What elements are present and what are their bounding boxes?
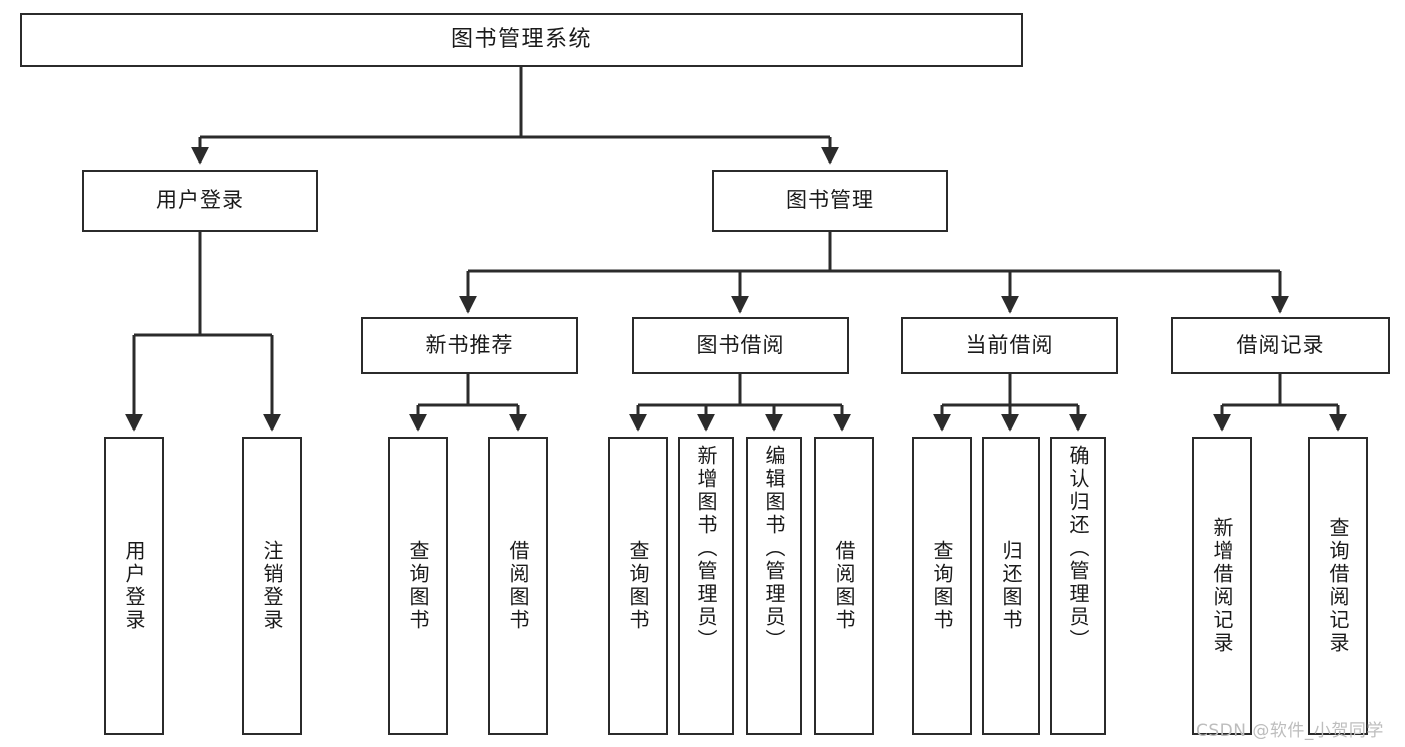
node-label: 编辑图书（管理员） xyxy=(762,445,786,652)
leaf-current-return-books[interactable]: 归还图书 xyxy=(982,437,1040,735)
node-label: 借阅图书 xyxy=(506,540,530,632)
node-label: 图书管理 xyxy=(786,188,874,213)
node-new-book-recommendation[interactable]: 新书推荐 xyxy=(361,317,578,374)
node-label: 查询图书 xyxy=(626,540,650,632)
node-label: 新增借阅记录 xyxy=(1210,517,1234,655)
node-label: 注销登录 xyxy=(260,540,284,632)
leaf-user-login-signin[interactable]: 用户登录 xyxy=(104,437,164,735)
node-user-login[interactable]: 用户登录 xyxy=(82,170,318,232)
leaf-borrow-borrow-books[interactable]: 借阅图书 xyxy=(814,437,874,735)
node-label: 图书管理系统 xyxy=(450,26,592,52)
leaf-record-add-borrow-record[interactable]: 新增借阅记录 xyxy=(1192,437,1252,735)
leaf-current-query-books[interactable]: 查询图书 xyxy=(912,437,972,735)
leaf-new-book-query-books[interactable]: 查询图书 xyxy=(388,437,448,735)
node-book-management[interactable]: 图书管理 xyxy=(712,170,948,232)
node-label: 新增图书（管理员） xyxy=(694,445,718,652)
node-label: 查询图书 xyxy=(406,540,430,632)
leaf-user-login-signout[interactable]: 注销登录 xyxy=(242,437,302,735)
node-label: 用户登录 xyxy=(156,188,244,213)
leaf-borrow-query-books[interactable]: 查询图书 xyxy=(608,437,668,735)
node-book-borrowing[interactable]: 图书借阅 xyxy=(632,317,849,374)
csdn-watermark: CSDN @软件_小贺同学 xyxy=(1196,721,1384,741)
node-label: 用户登录 xyxy=(122,540,146,632)
leaf-borrow-add-book-admin[interactable]: 新增图书（管理员） xyxy=(678,437,734,735)
leaf-borrow-edit-book-admin[interactable]: 编辑图书（管理员） xyxy=(746,437,802,735)
node-label: 图书借阅 xyxy=(696,332,785,357)
leaf-current-confirm-return-admin[interactable]: 确认归还（管理员） xyxy=(1050,437,1106,735)
leaf-record-query-borrow-record[interactable]: 查询借阅记录 xyxy=(1308,437,1368,735)
leaf-new-book-borrow-books[interactable]: 借阅图书 xyxy=(488,437,548,735)
node-label: 确认归还（管理员） xyxy=(1066,445,1090,652)
node-label: 借阅记录 xyxy=(1236,332,1325,357)
node-current-borrowing[interactable]: 当前借阅 xyxy=(901,317,1118,374)
node-label: 当前借阅 xyxy=(965,332,1054,357)
node-label: 查询图书 xyxy=(930,540,954,632)
node-label: 新书推荐 xyxy=(425,332,514,357)
node-label: 查询借阅记录 xyxy=(1326,517,1350,655)
node-label: 借阅图书 xyxy=(832,540,856,632)
node-label: 归还图书 xyxy=(999,540,1023,632)
node-borrowing-records[interactable]: 借阅记录 xyxy=(1171,317,1390,374)
node-root-book-management-system[interactable]: 图书管理系统 xyxy=(20,13,1023,67)
